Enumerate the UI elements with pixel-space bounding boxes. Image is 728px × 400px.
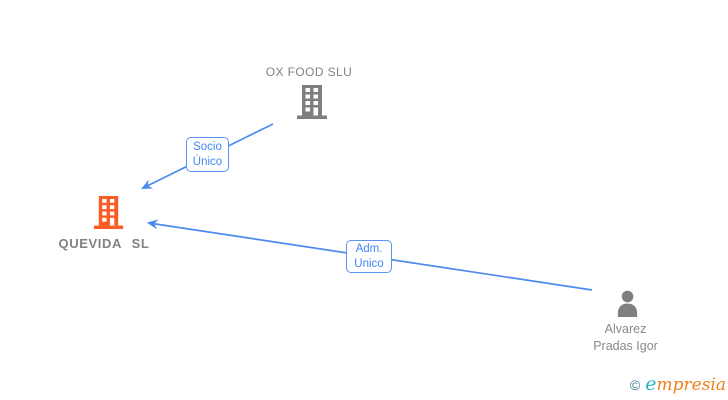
edge-label-socio-unico: Socio Único (186, 137, 229, 172)
edge-label-line: Unico (354, 257, 384, 270)
company-building-icon-ox-food[interactable] (296, 85, 328, 119)
company-label-ox-food[interactable]: OX FOOD SLU (265, 65, 353, 79)
person-label-line1: Alvarez (604, 322, 647, 336)
person-label-line2: Pradas Igor (593, 339, 658, 353)
edge-label-adm-unico: Adm. Unico (346, 240, 392, 273)
edge-label-line: Adm. (355, 242, 383, 255)
brand-first-letter: e (645, 373, 657, 395)
company-building-icon-quevida[interactable] (93, 196, 124, 229)
person-icon-alvarez[interactable] (614, 290, 641, 318)
brand-rest: mpresia (656, 375, 727, 395)
edge-label-line: Único (192, 155, 223, 168)
edge-label-line: Socio (193, 140, 222, 153)
copyright-icon: © (629, 377, 641, 393)
person-label-alvarez[interactable]: Alvarez Pradas Igor (553, 321, 698, 355)
brand-name: empresia (645, 373, 726, 395)
company-label-quevida[interactable]: QUEVIDA SL (58, 236, 150, 251)
empresia-logo[interactable]: © empresia (630, 373, 726, 395)
